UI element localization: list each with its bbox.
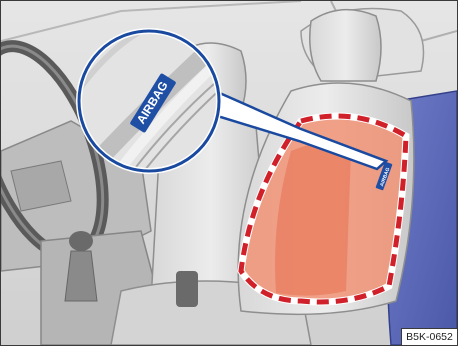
gear-knob: [69, 231, 93, 251]
image-code: B5K-0652: [401, 328, 457, 345]
gear-boot: [65, 251, 97, 301]
seatbelt-buckle: [176, 271, 198, 307]
passenger-headrest: [310, 10, 381, 81]
